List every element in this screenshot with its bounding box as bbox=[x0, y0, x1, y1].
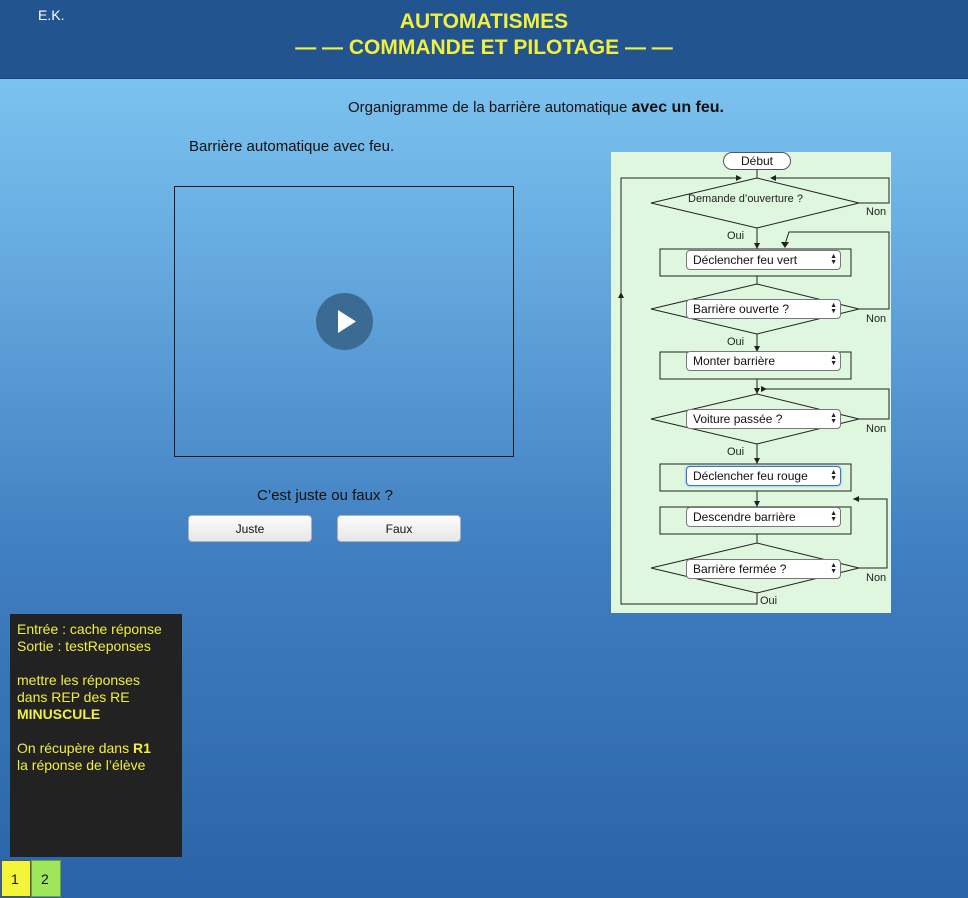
play-button[interactable] bbox=[316, 293, 373, 350]
author-initials: E.K. bbox=[38, 7, 65, 23]
teacher-notes: Entrée : cache réponse Sortie : testRepo… bbox=[10, 614, 182, 857]
select-step6-value: Déclencher feu rouge bbox=[693, 469, 808, 483]
select-step7[interactable]: Descendre barrière ▲▼ bbox=[686, 507, 841, 527]
page-button-1[interactable]: 1 bbox=[1, 860, 31, 897]
chevron-updown-icon: ▲▼ bbox=[830, 469, 837, 482]
flowchart-lines bbox=[618, 170, 890, 605]
page-button-2[interactable]: 2 bbox=[31, 860, 61, 897]
flowchart-step1: Demande d’ouverture ? bbox=[688, 193, 803, 205]
quiz-question: C’est juste ou faux ? bbox=[257, 487, 393, 504]
juste-button[interactable]: Juste bbox=[188, 515, 312, 542]
chevron-updown-icon: ▲▼ bbox=[830, 302, 837, 315]
label-oui-2: Oui bbox=[727, 336, 745, 348]
label-oui-1: Oui bbox=[727, 230, 745, 242]
notes-line6-bold: R1 bbox=[132, 740, 151, 756]
intro-text-plain: Organigramme de la barrière automatique bbox=[348, 99, 632, 116]
notes-line-bold: MINUSCULE bbox=[17, 706, 101, 722]
chevron-updown-icon: ▲▼ bbox=[830, 562, 837, 575]
intro-text: Organigramme de la barrière automatique … bbox=[0, 99, 968, 117]
header-bar: E.K. AUTOMATISMES — — COMMANDE ET PILOTA… bbox=[0, 0, 968, 79]
play-icon bbox=[338, 310, 356, 333]
select-step8-value: Barrière fermée ? bbox=[693, 562, 787, 576]
chevron-updown-icon: ▲▼ bbox=[830, 412, 837, 425]
page-title: AUTOMATISMES bbox=[399, 10, 569, 33]
label-oui-3: Oui bbox=[727, 446, 745, 458]
notes-line: Sortie : testReponses bbox=[17, 638, 151, 654]
chevron-updown-icon: ▲▼ bbox=[830, 253, 837, 266]
select-step5-value: Voiture passée ? bbox=[693, 412, 783, 426]
select-step2-value: Déclencher feu vert bbox=[693, 253, 798, 267]
select-step4-value: Monter barrière bbox=[693, 354, 776, 368]
label-non-1: Non bbox=[866, 206, 887, 218]
notes-line: On récupère dans R1 bbox=[17, 740, 175, 757]
flowchart: Début Demande d’ouverture ? Déclencher f… bbox=[611, 152, 891, 613]
faux-button[interactable]: Faux bbox=[337, 515, 461, 542]
label-non-2: Non bbox=[866, 313, 887, 325]
notes-line: Entrée : cache réponse bbox=[17, 621, 162, 637]
select-step6[interactable]: Déclencher feu rouge ▲▼ bbox=[686, 466, 841, 486]
select-step7-value: Descendre barrière bbox=[693, 510, 796, 524]
select-step8[interactable]: Barrière fermée ? ▲▼ bbox=[686, 559, 841, 579]
label-oui-4: Oui bbox=[760, 595, 778, 607]
chevron-updown-icon: ▲▼ bbox=[830, 510, 837, 523]
page-subtitle: — — COMMANDE ET PILOTAGE — — bbox=[295, 36, 673, 59]
notes-line: dans REP des RE bbox=[17, 689, 130, 705]
notes-line: mettre les réponses bbox=[17, 672, 140, 688]
video-player[interactable] bbox=[174, 186, 514, 457]
notes-line6-text: On récupère dans bbox=[17, 740, 133, 756]
select-step3-value: Barrière ouverte ? bbox=[693, 302, 790, 316]
label-non-3: Non bbox=[866, 423, 887, 435]
select-step4[interactable]: Monter barrière ▲▼ bbox=[686, 351, 841, 371]
notes-line: la réponse de l’élève bbox=[17, 757, 146, 773]
chevron-updown-icon: ▲▼ bbox=[830, 354, 837, 367]
video-caption: Barrière automatique avec feu. bbox=[189, 138, 395, 155]
select-step2[interactable]: Déclencher feu vert ▲▼ bbox=[686, 250, 841, 270]
select-step3[interactable]: Barrière ouverte ? ▲▼ bbox=[686, 299, 841, 319]
select-step5[interactable]: Voiture passée ? ▲▼ bbox=[686, 409, 841, 429]
flowchart-start: Début bbox=[723, 152, 791, 170]
label-non-4: Non bbox=[866, 572, 887, 584]
intro-text-bold: avec un feu. bbox=[631, 99, 724, 116]
